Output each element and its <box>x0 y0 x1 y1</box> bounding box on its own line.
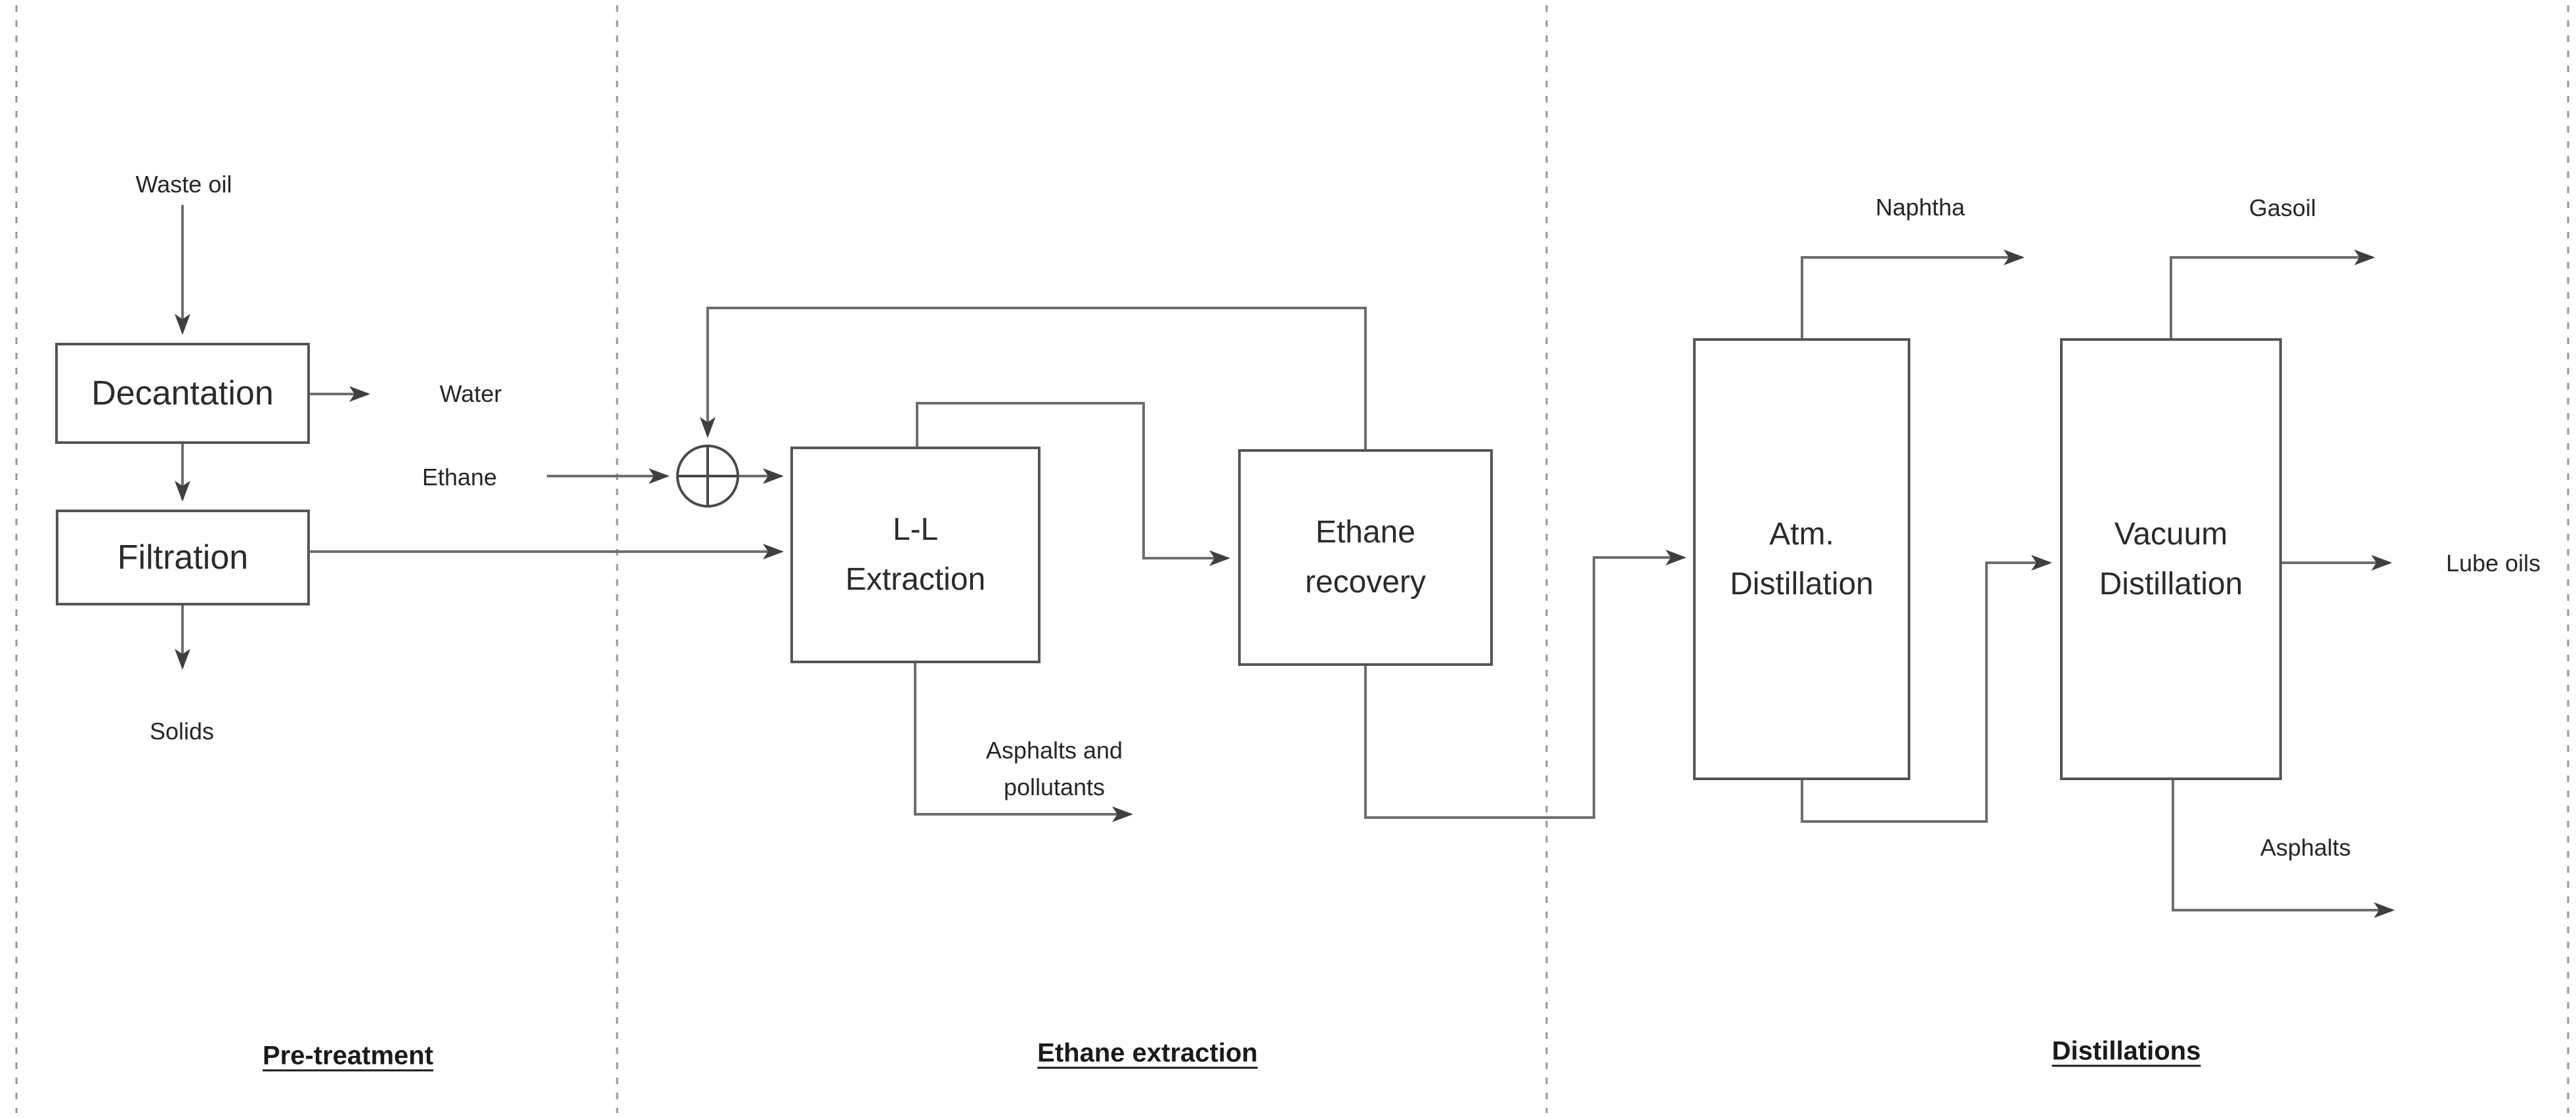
unit-box-ethane-recovery: Ethane recovery <box>1238 449 1493 666</box>
unit-label: L-L Extraction <box>845 512 986 597</box>
stream-label-naphtha: Naphtha <box>1875 194 1965 221</box>
stream-label-asphalts-and-pollutants: Asphalts and pollutants <box>985 737 1123 800</box>
unit-box-filtration: Filtration <box>56 510 310 605</box>
stream-label-asphalts: Asphalts <box>2260 834 2351 861</box>
stream-label-gasoil: Gasoil <box>2248 194 2317 221</box>
unit-label: Ethane recovery <box>1304 515 1427 600</box>
unit-box-ll-extraction: L-L Extraction <box>790 447 1041 663</box>
recovery-to-atm-distillation-line <box>1364 550 1686 819</box>
unit-label: Decantation <box>91 374 274 412</box>
section-label-distillations: Distillations <box>2051 1036 2201 1066</box>
stream-label-solids: Solids <box>149 718 215 745</box>
unit-box-atm-distillation: Atm. Distillation <box>1693 338 1910 780</box>
unit-label: Atm. Distillation <box>1730 516 1874 602</box>
section-label-pre-treatment: Pre-treatment <box>262 1041 434 1070</box>
unit-label: Filtration <box>117 538 249 577</box>
extraction-to-recovery-line <box>916 402 1230 566</box>
mixer-junction-icon <box>676 445 739 508</box>
stream-label-lube-oils: Lube oils <box>2445 550 2541 577</box>
ethane-recycle-line <box>700 307 1367 449</box>
extraction-to-asphalts-pollutants-line <box>914 663 1133 822</box>
vacuum-to-asphalts-line <box>2172 780 2395 918</box>
unit-label: Vacuum Distillation <box>2099 516 2243 602</box>
stream-label-water: Water <box>439 380 502 407</box>
vacuum-to-gasoil-line <box>2170 250 2375 338</box>
stream-label-waste-oil: Waste oil <box>135 171 232 198</box>
unit-box-decantation: Decantation <box>55 343 310 444</box>
unit-box-vacuum-distillation: Vacuum Distillation <box>2060 338 2282 780</box>
stream-label-ethane: Ethane <box>421 464 498 491</box>
atm-to-naphtha-line <box>1801 250 2025 338</box>
atm-to-vacuum-line <box>1801 555 2052 823</box>
section-label-ethane-extraction: Ethane extraction <box>1037 1038 1258 1068</box>
